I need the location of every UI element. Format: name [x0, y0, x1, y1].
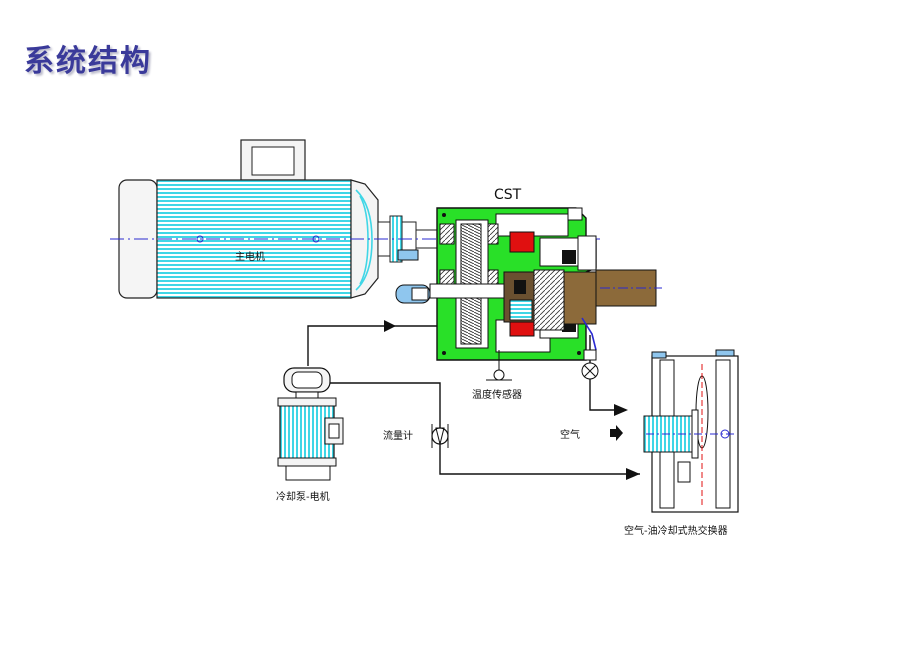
heat-exchanger [643, 349, 739, 513]
flow-meter [431, 424, 449, 448]
oil-inlet-fitting [395, 284, 431, 304]
cst-gearbox [429, 207, 662, 361]
outlet-hose [581, 317, 597, 351]
air-label: 空气 [560, 428, 580, 441]
main-motor-label: 主电机 [235, 250, 265, 263]
flow-arrow [614, 404, 628, 416]
axis-marker [196, 235, 204, 243]
flow-arrow [384, 320, 396, 332]
axis-marker [312, 235, 320, 243]
flow-arrow [626, 468, 640, 480]
outlet-fitting [583, 349, 597, 361]
page-title: 系统结构 [24, 44, 152, 79]
temperature-sensor [486, 350, 512, 381]
sensor-connector [397, 249, 419, 261]
cooling-pump-motor-label: 冷却泵-电机 [276, 490, 330, 503]
cst-label: CST [494, 187, 522, 203]
cooling-pump-motor [277, 367, 344, 481]
heat-exchanger-label: 空气-油冷却式热交换器 [624, 524, 728, 537]
air-arrow-icon [610, 425, 623, 441]
outlet-valve [581, 362, 599, 380]
temperature-sensor-label: 温度传感器 [472, 388, 522, 401]
main-motor [118, 139, 439, 299]
flow-meter-label: 流量计 [383, 429, 413, 442]
